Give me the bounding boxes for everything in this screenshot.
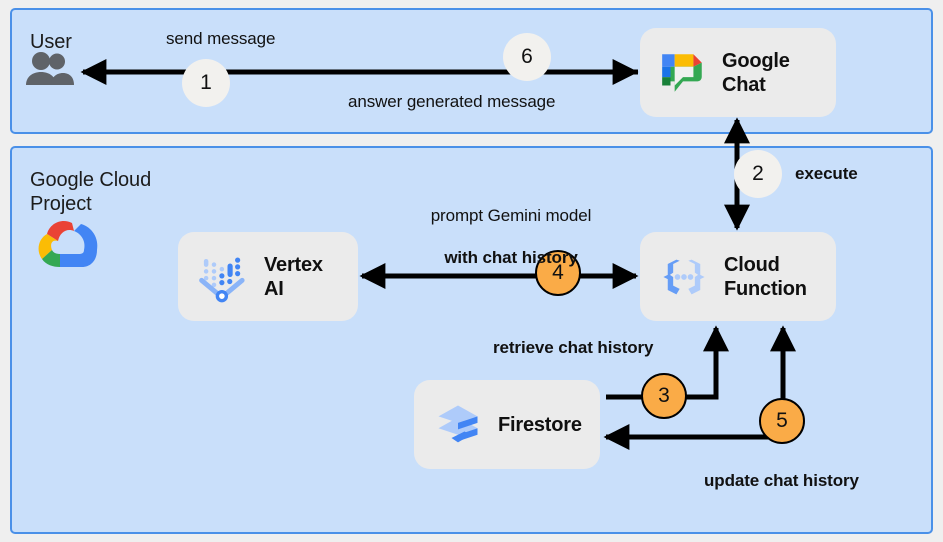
panel-user-title: User [30,31,72,53]
step-badge-3: 3 [641,373,687,419]
label-prompt-line2: with chat history [444,248,578,267]
card-firestore-label: Firestore [498,413,582,436]
card-cloud-function[interactable]: Cloud Function [640,232,836,321]
panel-gcp-title: Google Cloud Project [30,169,152,215]
label-prompt-gemini: prompt Gemini model with chat history [408,184,614,268]
label-execute: execute [795,164,858,183]
label-send-message: send message [166,29,276,48]
card-vertex-ai[interactable]: Vertex AI [178,232,358,321]
step-badge-6: 6 [503,33,551,81]
label-update-chat-history: update chat history [704,471,859,490]
firestore-icon [438,405,478,442]
label-retrieve-chat-history: retrieve chat history [493,338,654,357]
step-badge-2: 2 [734,150,782,198]
step-badge-1: 1 [182,59,230,107]
google-chat-icon [662,53,702,92]
card-google-chat-label: Google Chat [722,49,790,96]
card-google-chat[interactable]: Google Chat [640,28,836,117]
card-vertex-ai-label: Vertex AI [264,253,323,300]
label-answer-generated-message: answer generated message [348,92,556,111]
cloud-function-icon [663,259,705,294]
vertex-ai-icon [199,257,245,302]
google-cloud-logo [38,221,98,267]
step-badge-4: 4 [535,250,581,296]
people-icon [26,52,74,85]
card-cloud-function-label: Cloud Function [724,253,807,300]
step-badge-5: 5 [759,398,805,444]
card-firestore[interactable]: Firestore [414,380,600,469]
label-prompt-line1: prompt Gemini model [430,206,592,225]
